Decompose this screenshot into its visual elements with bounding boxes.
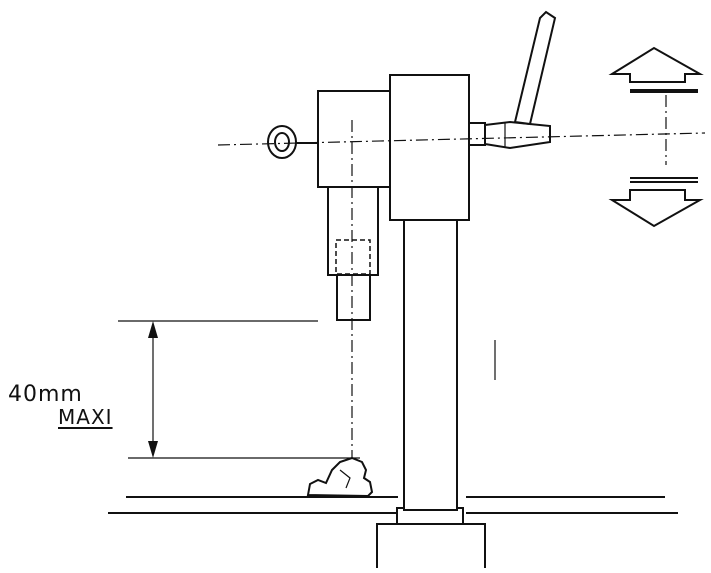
lever-handle bbox=[468, 10, 557, 150]
dimension-note-label: MAXI bbox=[58, 405, 113, 429]
workpiece bbox=[306, 456, 374, 498]
dimension-arrow-bottom bbox=[148, 441, 158, 458]
double-arrow-up-down-icon bbox=[608, 46, 704, 228]
workpiece-detail bbox=[339, 469, 351, 489]
column bbox=[403, 219, 458, 511]
horizontal-axis-line bbox=[217, 132, 706, 146]
column-foot bbox=[376, 523, 486, 571]
dimension-value-label: 40mm bbox=[8, 382, 83, 407]
dimension-arrow-top bbox=[148, 321, 158, 338]
spindle bbox=[336, 274, 371, 321]
ring-knob-icon bbox=[267, 125, 297, 159]
drill-head bbox=[317, 90, 391, 188]
carriage-block bbox=[389, 74, 470, 221]
